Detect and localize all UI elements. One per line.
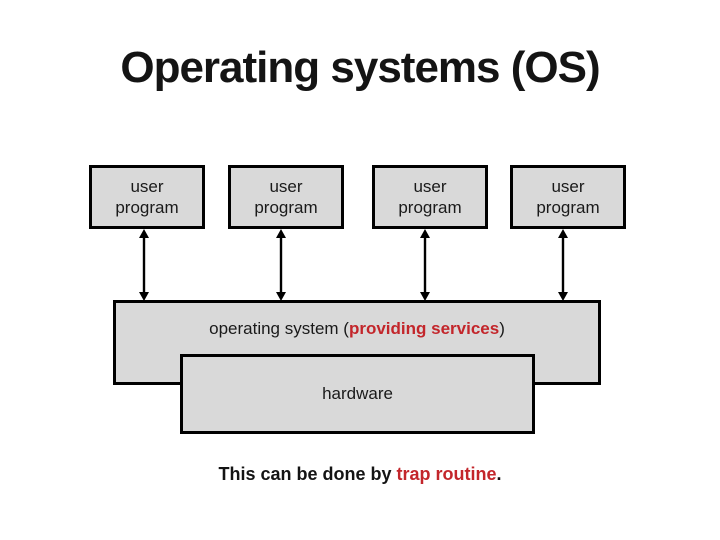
user-program-label: user program [398, 177, 462, 217]
double-headed-arrow-icon [558, 229, 568, 301]
caption-suffix: . [496, 464, 502, 484]
slide-title: Operating systems (OS) [120, 43, 600, 92]
os-label-highlight: providing services [348, 319, 500, 338]
operating-system-label: operating system (providing services) [116, 318, 598, 339]
double-headed-arrow-icon [276, 229, 286, 301]
hardware-label: hardware [322, 384, 393, 403]
user-program-label: user program [254, 177, 318, 217]
double-headed-arrow-icon [139, 229, 149, 301]
user-program-box-3: user program [372, 165, 488, 229]
double-headed-arrow-icon [420, 229, 430, 301]
user-program-label: user program [115, 177, 179, 217]
caption: This can be done by trap routine. [0, 462, 720, 486]
user-program-box-1: user program [89, 165, 205, 229]
os-label-prefix: operating system ( [209, 319, 349, 338]
user-program-label: user program [536, 177, 600, 217]
caption-prefix: This can be done by [218, 464, 397, 484]
caption-highlight: trap routine [396, 464, 497, 484]
user-program-box-2: user program [228, 165, 344, 229]
hardware-box: hardware [180, 354, 535, 434]
os-label-suffix: ) [499, 319, 505, 338]
user-program-box-4: user program [510, 165, 626, 229]
